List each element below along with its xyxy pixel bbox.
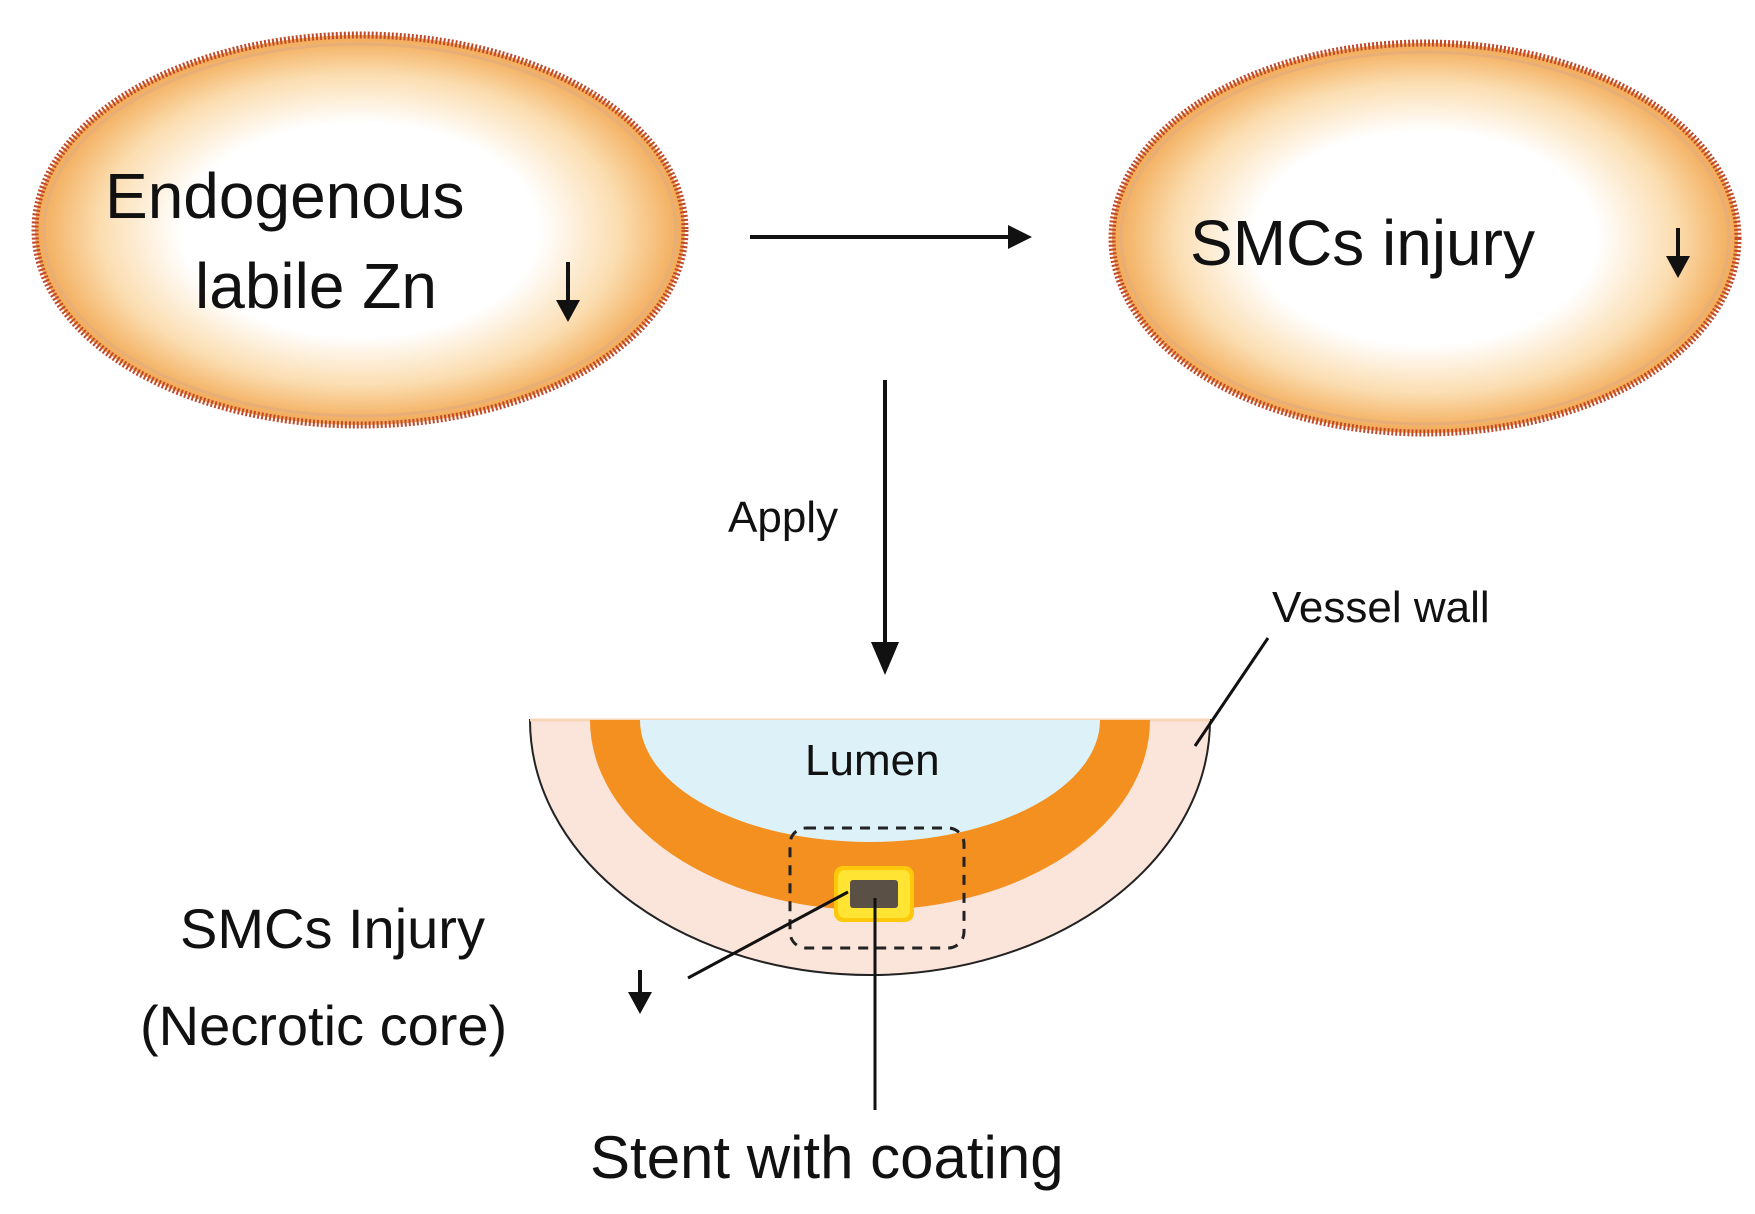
lumen-label: Lumen [805,736,940,785]
left-cell-oval [31,31,689,429]
left-oval-line2: labile Zn [195,250,437,322]
right-arrow [750,225,1032,249]
down-arrow-icon [556,262,580,322]
highlight-box [788,826,966,950]
down-arrow-icon [628,970,652,1014]
vessel-wall-leader [1193,637,1270,747]
right-cell-oval [1108,39,1742,437]
left-oval-line1: Endogenous [105,160,464,232]
apply-label: Apply [728,493,838,542]
injury-label-line1: SMCs Injury [180,897,485,960]
vessel-cross-section [528,718,1212,976]
right-oval-text: SMCs injury [1190,207,1535,279]
lumen-area [640,720,1100,842]
injury-leader [687,890,849,980]
vessel-wall-label: Vessel wall [1272,583,1490,632]
stent-label: Stent with coating [590,1124,1064,1191]
down-arrow-icon [1666,228,1690,278]
stent-icon [834,866,914,922]
injury-label-line2: (Necrotic core) [140,994,507,1057]
down-apply-arrow [871,380,899,675]
